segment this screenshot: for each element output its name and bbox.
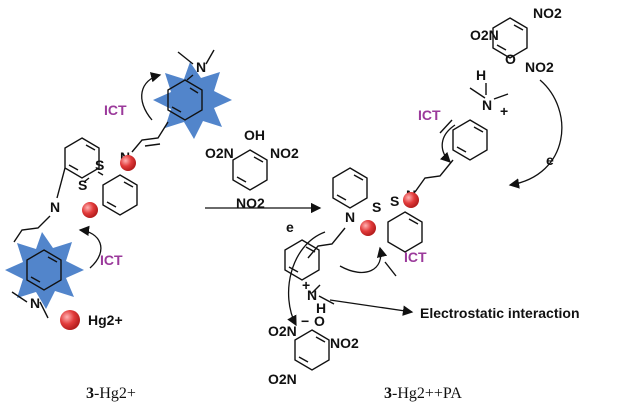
captions: 3-Hg2+ 3-Hg2++PA xyxy=(86,385,462,402)
ict-label-lower: ICT xyxy=(100,252,123,268)
electrostatic-arrow xyxy=(329,299,414,316)
picric-o2n-left: O2N xyxy=(205,145,234,161)
picrate-bottom-o2n: O2N xyxy=(268,323,297,339)
bottom-minus-sign: − xyxy=(301,313,309,329)
atom-n-bottom: N xyxy=(30,295,40,311)
fluorescence-star-upper xyxy=(153,62,232,139)
picrate-top-no2-a: NO2 xyxy=(533,5,562,21)
electron-arrow-left xyxy=(287,231,326,327)
picrate-top-no2-b: NO2 xyxy=(525,59,554,75)
bottom-plus-sign: + xyxy=(302,277,310,293)
caption-left-bold: 3 xyxy=(86,385,94,402)
bottom-h: H xyxy=(316,300,326,316)
picric-no2-right: NO2 xyxy=(270,145,299,161)
right-s-2: S xyxy=(372,199,381,215)
complex-3-hg: N N S S N N IC xyxy=(5,49,232,330)
caption-right-rest: -Hg2++PA xyxy=(392,385,462,402)
bottom-n-plus: N xyxy=(307,287,317,303)
caption-right-bold: 3 xyxy=(384,385,392,402)
picrate-top-o2n: O2N xyxy=(470,27,499,43)
picric-no2-bottom: NO2 xyxy=(236,195,265,211)
right-hg-ion-lower xyxy=(360,220,376,236)
caption-left: 3-Hg2+ xyxy=(86,385,136,402)
right-ict-label-lower: ICT xyxy=(404,249,427,265)
right-ict-arrow-upper xyxy=(439,124,456,163)
picric-acid: OH O2N NO2 NO2 xyxy=(205,127,299,211)
picrate-bottom-o: O xyxy=(314,313,325,329)
complex-3-hg-pa: NO2 O2N NO2 O H N + N S S N N + H xyxy=(268,5,580,387)
hg-legend-label: Hg2+ xyxy=(88,312,123,328)
picrate-bottom-no2: NO2 xyxy=(330,335,359,351)
right-s-1: S xyxy=(390,193,399,209)
electron-arrow-right xyxy=(508,79,563,189)
ict-curved-arrow-lower xyxy=(78,225,102,269)
electrostatic-label: Electrostatic interaction xyxy=(420,305,580,321)
fluorescence-star-lower xyxy=(5,232,84,309)
ict-label-upper: ICT xyxy=(104,102,127,118)
right-ict-arrow-lower xyxy=(339,246,388,274)
atom-n-top: N xyxy=(196,59,206,75)
hg-legend-sphere xyxy=(60,310,80,330)
electron-label-left: e xyxy=(286,219,294,235)
electron-label-right: e xyxy=(546,152,554,168)
atom-n-lower-imine: N xyxy=(50,199,60,215)
picric-oh: OH xyxy=(244,127,265,143)
ict-curved-arrow-upper xyxy=(141,72,162,121)
atom-s-2: S xyxy=(78,177,87,193)
caption-left-rest: -Hg2+ xyxy=(94,385,136,402)
right-hg-ion-upper xyxy=(403,192,419,208)
caption-right: 3-Hg2++PA xyxy=(384,385,462,402)
picrate-top-o: O xyxy=(505,51,516,67)
right-ict-label-upper: ICT xyxy=(418,107,441,123)
top-plus-sign: + xyxy=(500,103,508,119)
picrate-bottom-o2n-b: O2N xyxy=(268,371,297,387)
top-n-plus: N xyxy=(482,97,492,113)
top-h: H xyxy=(476,67,486,83)
hg-ion-upper xyxy=(120,155,136,171)
hg-ion-lower xyxy=(82,202,98,218)
right-n-lower-imine: N xyxy=(345,209,355,225)
